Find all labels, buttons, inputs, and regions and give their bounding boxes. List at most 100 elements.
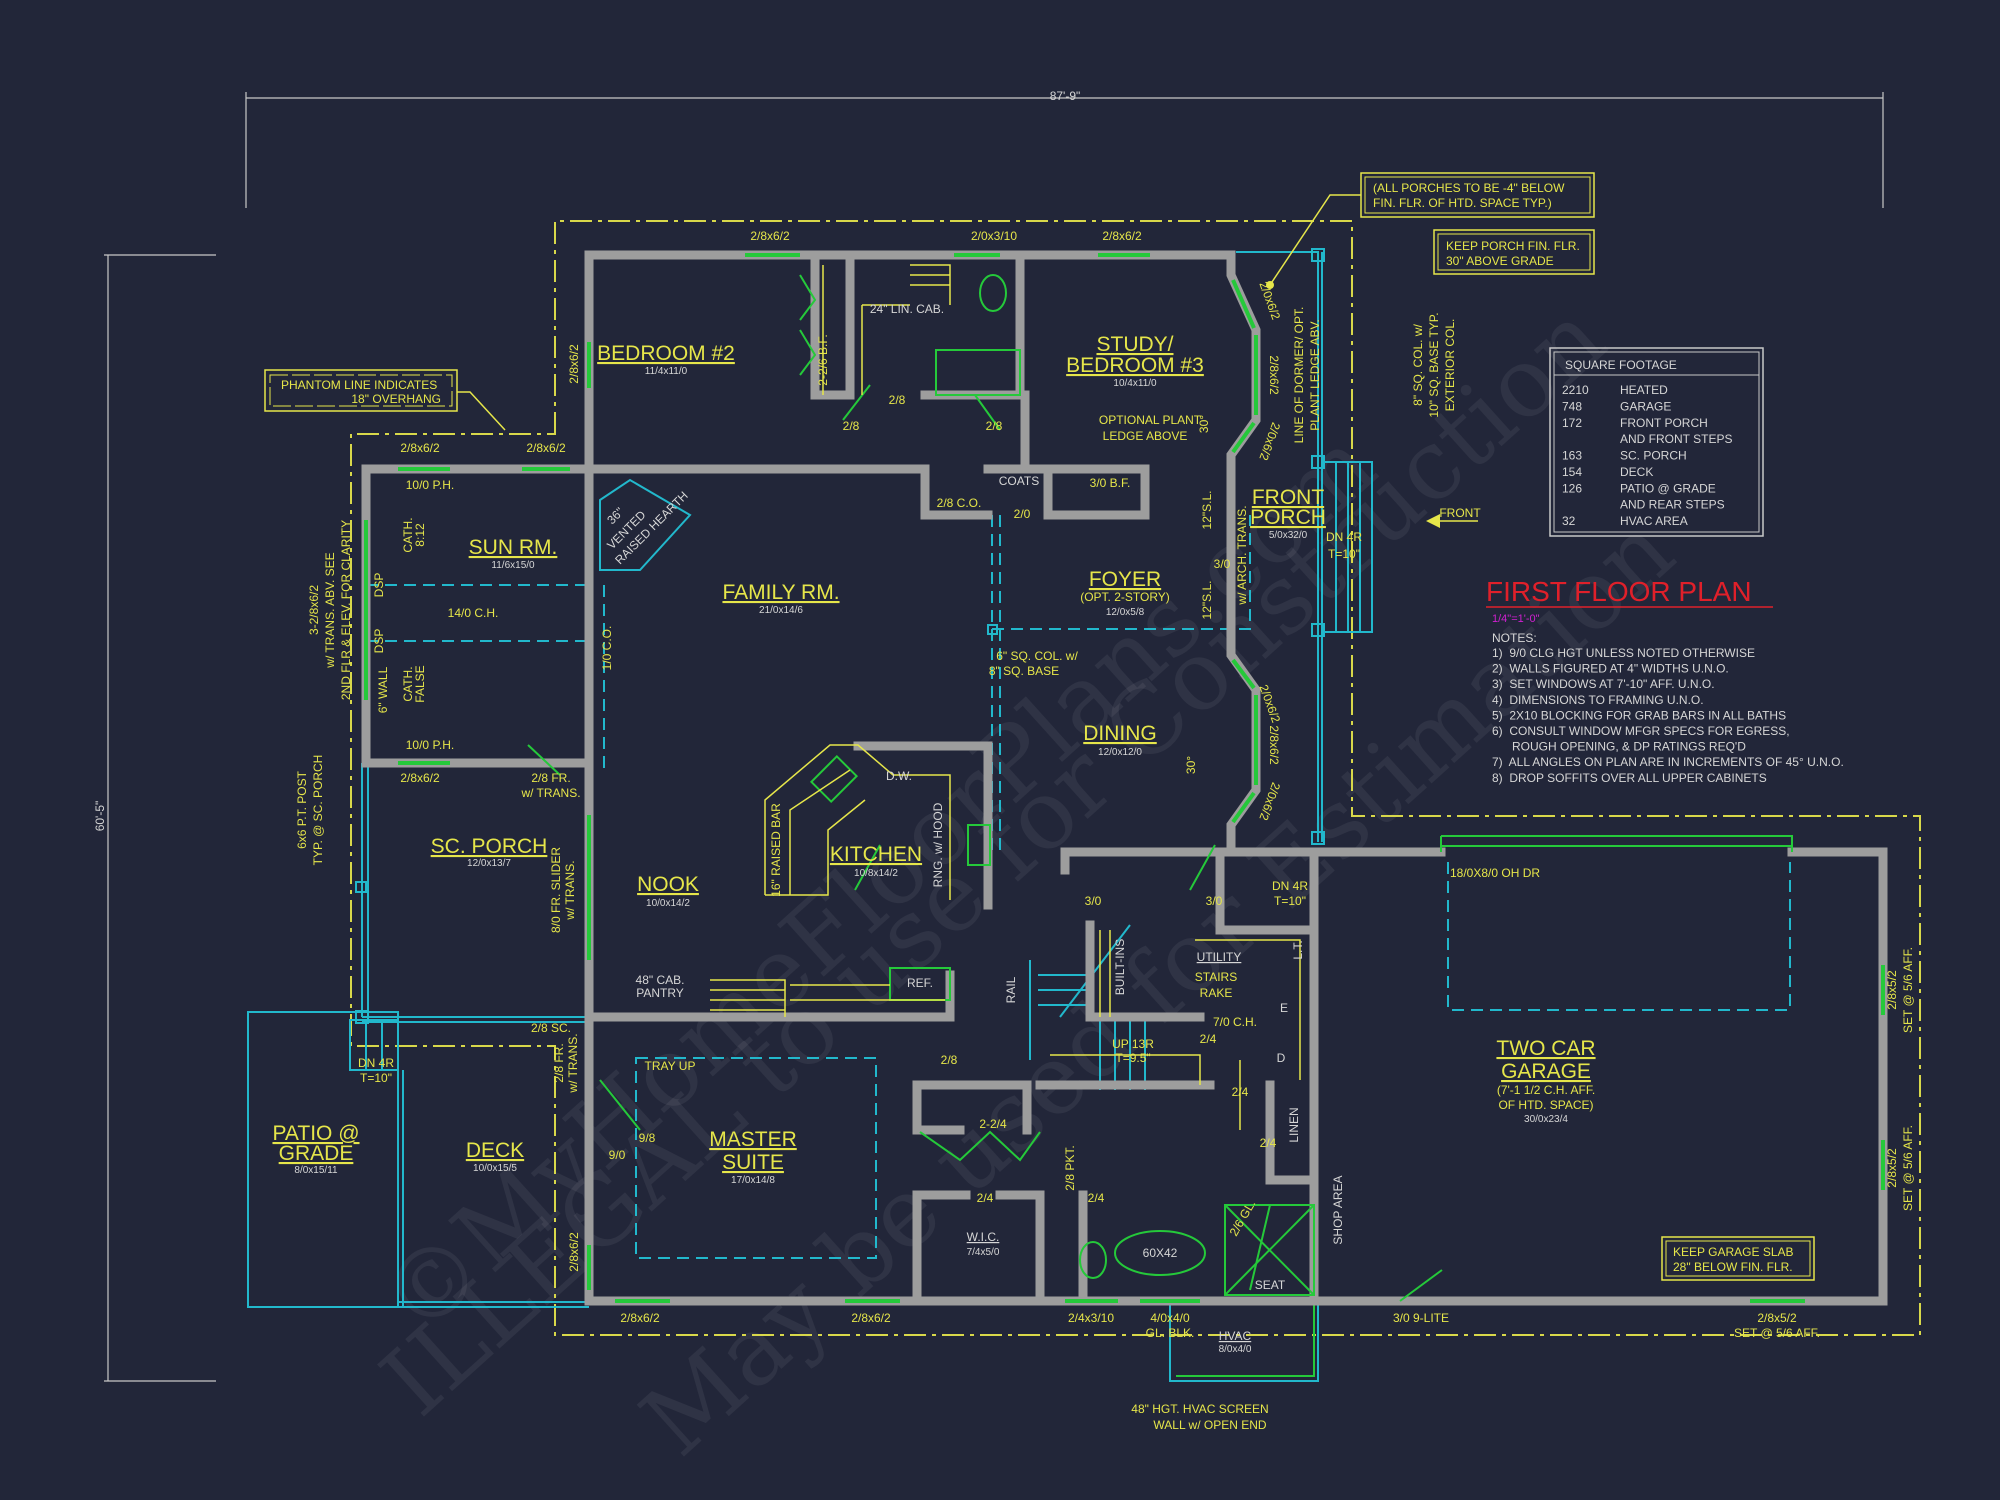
annotation-label: 10" SQ. BASE TYP. <box>1427 312 1441 417</box>
annotation-label: 8" SQ. BASE <box>989 664 1059 678</box>
annotation-label: CATH. <box>401 666 415 701</box>
annotation-label: 3/0 9-LITE <box>1393 1311 1449 1325</box>
notes-heading: NOTES: <box>1492 631 1537 645</box>
room-name-kitchen: KITCHEN <box>830 843 922 866</box>
annotation-label: DN 4R <box>1272 879 1308 893</box>
annotation-label: 2/8x5/2 <box>1757 1311 1797 1325</box>
annotation-label: w/ TRANS. <box>563 860 577 920</box>
annotation-label: LINE OF DORMER/ OPT. <box>1292 307 1306 444</box>
callout-text: 30" ABOVE GRADE <box>1446 254 1554 268</box>
annotation-label: BUILT-INS <box>1113 939 1127 995</box>
overall-depth: 60'-5" <box>93 801 107 832</box>
overhang-phantom-line <box>350 220 1921 1336</box>
room-size-sc-porch: 12/0x13/7 <box>467 858 511 869</box>
callout-porch-floor: KEEP PORCH FIN. FLR. 30" ABOVE GRADE <box>1433 229 1595 275</box>
note-item: ROUGH OPENING, & DP RATINGS REQ'D <box>1492 740 1746 754</box>
note-item: 1) 9/0 CLG HGT UNLESS NOTED OTHERWISE <box>1492 646 1755 660</box>
annotation-label: 2/8 C.O. <box>937 496 982 510</box>
sqft-label: GARAGE <box>1620 400 1671 414</box>
room-name-sun-room: SUN RM. <box>469 536 558 559</box>
annotation-label: 2/8 <box>889 393 906 407</box>
annotation-label: DSP <box>372 573 386 598</box>
overall-width: 87'-9" <box>1050 89 1081 103</box>
annotation-label: LEDGE ABOVE <box>1103 429 1188 443</box>
annotation-label: DN 4R <box>358 1056 394 1070</box>
annotation-label: 3/0 <box>1214 557 1231 571</box>
annotation-label: PANTRY <box>636 986 684 1000</box>
square-footage-title: SQUARE FOOTAGE <box>1565 358 1677 372</box>
annotation-label: T=10" <box>1274 894 1306 908</box>
annotation-label: 2/4 <box>1260 1136 1277 1150</box>
sqft-label: AND REAR STEPS <box>1620 498 1725 512</box>
annotation-label: SET @ 5/6 AFF. <box>1901 1125 1915 1211</box>
annotation-label: 3/0 B.F. <box>1090 476 1131 490</box>
room-size-front-porch: 5/0x32/0 <box>1269 530 1308 541</box>
front-arrowhead-icon <box>1426 514 1440 528</box>
room-name-utility: UTILITY <box>1197 950 1242 964</box>
room-sub-garage: OF HTD. SPACE) <box>1498 1098 1593 1112</box>
annotation-label: 4/0x4/0 <box>1150 1311 1190 1325</box>
annotation-label: SET @ 5/6 AFF. <box>1734 1326 1820 1340</box>
annotation-label: 2/8x6/2 <box>567 344 581 384</box>
annotation-label: 30° <box>1184 756 1198 774</box>
annotation-label: 16" RAISED BAR <box>769 803 783 897</box>
annotation-label: WALL w/ OPEN END <box>1153 1418 1266 1432</box>
annotation-label: 2/8x6/2 <box>400 441 440 455</box>
callout-text: FIN. FLR. OF HTD. SPACE TYP.) <box>1373 196 1552 210</box>
annotation-label: w/ TRANS. ABV. SEE <box>323 552 337 668</box>
annotation-label: 8:12 <box>413 523 427 547</box>
sqft-value: 2210 <box>1562 383 1589 397</box>
annotation-label: w/ TRANS. <box>520 786 580 800</box>
annotation-label: 48" HGT. HVAC SCREEN <box>1131 1402 1268 1416</box>
annotation-label: 24" LIN. CAB. <box>870 302 944 316</box>
annotation-label: SEAT <box>1255 1278 1286 1292</box>
annotation-label: 9/0 <box>609 1148 626 1162</box>
sqft-label: HEATED <box>1620 383 1668 397</box>
annotation-label: 2/8x6/2 <box>567 1232 581 1272</box>
annotation-label: w/ ARCH. TRANS. <box>1235 505 1249 605</box>
annotation-label: PLANT LEDGE ABV. <box>1308 319 1322 430</box>
callout-text: (ALL PORCHES TO BE -4" BELOW <box>1373 181 1565 195</box>
callout-porches: (ALL PORCHES TO BE -4" BELOW FIN. FLR. O… <box>1266 172 1595 289</box>
note-item: 6) CONSULT WINDOW MFGR SPECS FOR EGRESS, <box>1492 724 1790 738</box>
annotation-label: 2/8x6/2 <box>526 441 566 455</box>
porch-structures <box>247 248 1791 1382</box>
annotation-label: 2/8 SC. <box>531 1021 571 1035</box>
room-name-garage-line2: GARAGE <box>1501 1060 1591 1083</box>
annotation-label: 2/4 <box>1088 1191 1105 1205</box>
sqft-value: 163 <box>1562 449 1582 463</box>
sqft-label: FRONT PORCH <box>1620 416 1708 430</box>
room-name-nook: NOOK <box>637 873 699 896</box>
annotation-label: 2/8x6/2 <box>1102 229 1142 243</box>
annotation-label: 2/8x5/2 <box>1885 970 1899 1010</box>
annotation-label: 2/8x6/2 <box>400 771 440 785</box>
annotation-label: FALSE <box>413 665 427 702</box>
annotation-label: 6x6 P.T. POST <box>295 770 309 848</box>
room-name-garage-line1: TWO CAR <box>1496 1037 1595 1060</box>
annotation-label: 8/0 FR. SLIDER <box>549 847 563 933</box>
annotation-label: 2/8 FR. <box>531 771 570 785</box>
annotation-label: STAIRS <box>1195 970 1237 984</box>
annotation-label: SHOP AREA <box>1331 1175 1345 1244</box>
room-size-nook: 10/0x14/2 <box>646 898 690 909</box>
annotation-label: 2-2/6 B.F. <box>816 334 830 385</box>
annotation-label: 10/0 P.H. <box>406 478 454 492</box>
room-name-family: FAMILY RM. <box>722 581 839 604</box>
room-size-hvac: 8/0x4/0 <box>1219 1344 1252 1355</box>
callout-text: KEEP GARAGE SLAB <box>1673 1245 1794 1259</box>
room-size-sun-room: 11/6x15/0 <box>491 560 535 571</box>
room-name-master-line2: SUITE <box>722 1151 784 1174</box>
room-name-front-porch-line2: PORCH <box>1250 506 1326 529</box>
room-size-dining: 12/0x12/0 <box>1098 747 1142 758</box>
annotation-label: 6" SQ. COL. w/ <box>996 649 1078 663</box>
room-size-study: 10/4x11/0 <box>1113 378 1157 389</box>
annotation-label: 3/0 <box>1085 894 1102 908</box>
annotation-label: 2/4 <box>1200 1032 1217 1046</box>
annotation-label: 10/0 P.H. <box>406 738 454 752</box>
room-size-bedroom-2: 11/4x11/0 <box>645 366 688 377</box>
sqft-label: SC. PORCH <box>1620 449 1687 463</box>
annotation-label: LINEN <box>1287 1107 1301 1142</box>
note-item: 5) 2X10 BLOCKING FOR GRAB BARS IN ALL BA… <box>1492 708 1786 722</box>
annotation-label: 48" CAB. <box>636 973 685 987</box>
